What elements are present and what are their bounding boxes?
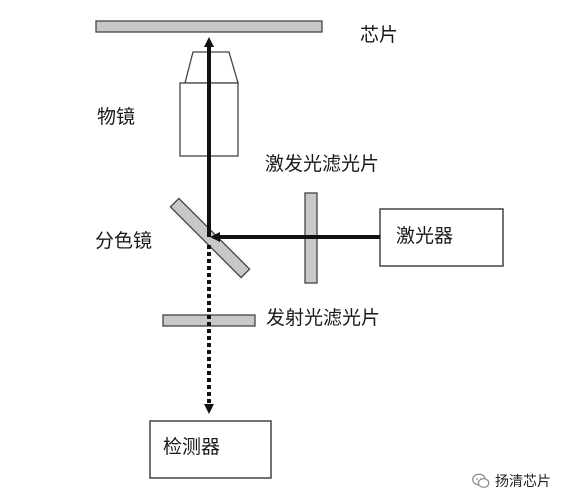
laser-label: 激光器 bbox=[396, 225, 454, 247]
watermark: 扬清芯片 bbox=[472, 470, 551, 492]
chip-label: 芯片 bbox=[360, 24, 399, 46]
detector-box bbox=[149, 420, 272, 479]
chip-plate bbox=[95, 20, 323, 33]
dichroic-label: 分色镜 bbox=[95, 230, 153, 252]
watermark-text: 扬清芯片 bbox=[495, 474, 551, 490]
emission-filter-label: 发射光滤光片 bbox=[266, 307, 381, 329]
laser-box bbox=[379, 208, 504, 267]
wechat-icon bbox=[472, 473, 490, 488]
objective-label: 物镜 bbox=[97, 106, 136, 128]
detector-label: 检测器 bbox=[163, 436, 221, 458]
excitation-filter-label: 激发光滤光片 bbox=[265, 153, 380, 175]
